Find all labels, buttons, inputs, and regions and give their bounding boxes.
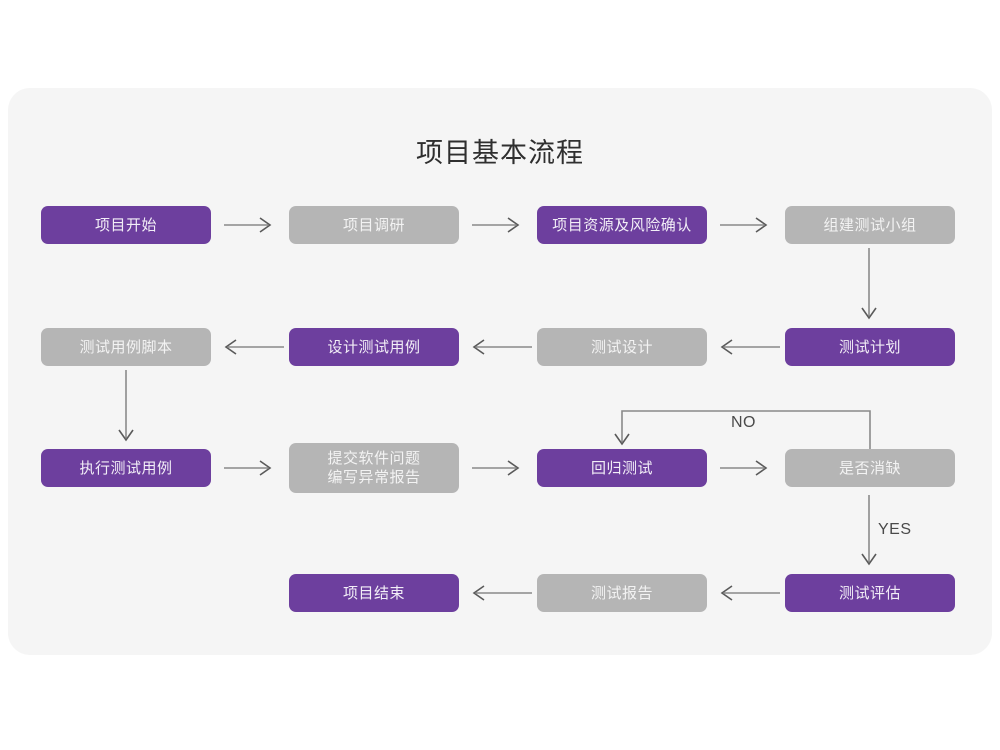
node-label: 是否消缺	[838, 459, 901, 477]
node-project-start[interactable]: 项目开始	[41, 206, 211, 244]
edge-label-yes: YES	[878, 521, 912, 538]
node-test-report[interactable]: 测试报告	[537, 574, 707, 612]
edge-label-no: NO	[731, 414, 756, 431]
node-test-evaluation[interactable]: 测试评估	[785, 574, 955, 612]
page-title: 项目基本流程	[416, 138, 584, 168]
node-label: 项目结束	[342, 584, 405, 602]
node-label: 回归测试	[590, 459, 653, 477]
node-defect-cleared-decision[interactable]: 是否消缺	[785, 449, 955, 487]
node-label: 提交软件问题 编写异常报告	[327, 450, 421, 486]
node-project-research[interactable]: 项目调研	[289, 206, 459, 244]
node-build-test-team[interactable]: 组建测试小组	[785, 206, 955, 244]
node-label: 组建测试小组	[823, 216, 917, 234]
node-label: 测试报告	[590, 584, 653, 602]
node-design-test-case[interactable]: 设计测试用例	[289, 328, 459, 366]
node-label: 项目资源及风险确认	[552, 216, 692, 234]
node-regression-test[interactable]: 回归测试	[537, 449, 707, 487]
node-label: 执行测试用例	[79, 459, 173, 477]
node-resource-risk-confirm[interactable]: 项目资源及风险确认	[537, 206, 707, 244]
node-test-design[interactable]: 测试设计	[537, 328, 707, 366]
node-test-plan[interactable]: 测试计划	[785, 328, 955, 366]
node-test-case-script[interactable]: 测试用例脚本	[41, 328, 211, 366]
node-label: 测试计划	[838, 338, 901, 356]
node-label: 测试评估	[838, 584, 901, 602]
diagram-panel	[8, 88, 992, 655]
node-label: 设计测试用例	[327, 338, 421, 356]
node-label: 项目调研	[342, 216, 405, 234]
node-label: 测试设计	[590, 338, 653, 356]
node-execute-test-case[interactable]: 执行测试用例	[41, 449, 211, 487]
node-label: 测试用例脚本	[79, 338, 173, 356]
node-project-end[interactable]: 项目结束	[289, 574, 459, 612]
node-label: 项目开始	[94, 216, 157, 234]
node-submit-issue-report[interactable]: 提交软件问题 编写异常报告	[289, 443, 459, 493]
